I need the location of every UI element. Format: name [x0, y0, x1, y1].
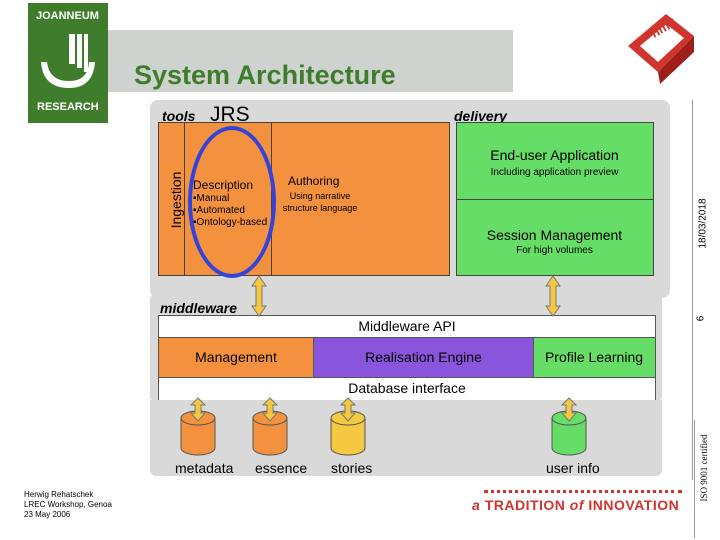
page-title: System Architecture	[134, 60, 396, 90]
side-page-number: 6	[695, 315, 707, 322]
database-interface-label: Database interface	[348, 380, 466, 396]
footer-event: LREC Workshop, Genoa	[24, 500, 112, 509]
nm2-cube-icon	[628, 14, 694, 84]
db-label-metadata: metadata	[175, 460, 234, 476]
tagline-a: a	[472, 497, 481, 513]
session-title: Session Management	[486, 227, 623, 243]
jrs-label: JRS	[210, 103, 250, 126]
footer-tagline: a TRADITION of INNOVATION	[472, 497, 679, 513]
delivery-divider	[456, 199, 653, 200]
authoring-title: Authoring	[288, 174, 340, 188]
delivery-label: delivery	[454, 108, 507, 124]
jrs-highlight-ellipse	[188, 126, 276, 278]
session-subtitle: For high volumes	[516, 245, 593, 256]
authoring-subtitle: Using narrative	[289, 191, 351, 201]
end-user-subtitle: Including application preview	[490, 167, 619, 178]
database-cylinder-icon	[330, 410, 366, 456]
side-date: 18/03/2018	[697, 198, 709, 249]
db-label-essence: essence	[255, 460, 308, 476]
realisation-engine-box	[313, 337, 535, 379]
footer-date: 23 May 2006	[24, 510, 71, 519]
logo-line1: JOANNEUM	[36, 10, 99, 22]
tools-label: tools	[162, 108, 196, 124]
database-cylinder-icon	[551, 410, 587, 456]
db-label-stories: stories	[331, 460, 373, 476]
tagline-of: of	[569, 497, 585, 513]
management-box	[158, 337, 315, 379]
profile-learning-label: Profile Learning	[544, 349, 644, 365]
iso-strip	[694, 420, 717, 538]
middleware-api-label: Middleware API	[358, 318, 456, 334]
database-cylinder-icon	[252, 410, 288, 456]
logo-j-mark	[41, 34, 95, 88]
side-date-strip	[692, 100, 693, 480]
db-label-user-info: user info	[546, 460, 600, 476]
footer-author: Herwig Rehatschek	[24, 490, 94, 499]
database-interface-box	[158, 377, 656, 401]
profile-learning-box	[533, 337, 656, 379]
middleware-label: middleware	[160, 300, 238, 316]
iso-certified: ISO 9001 certified	[699, 434, 709, 502]
tagline-tradition: TRADITION	[484, 497, 566, 513]
ingestion-label: Ingestion	[168, 171, 184, 229]
header-band	[108, 30, 513, 92]
realisation-engine-label: Realisation Engine	[365, 349, 482, 365]
footer-dotted-line	[484, 490, 682, 493]
database-cylinder-icon	[180, 410, 216, 456]
tagline-innovation: INNOVATION	[588, 497, 680, 513]
logo-line2: RESEARCH	[37, 101, 99, 113]
ingestion-divider	[184, 122, 185, 275]
end-user-title: End-user Application	[490, 147, 619, 163]
authoring-subtitle: structure language	[282, 203, 358, 213]
management-label: Management	[195, 349, 277, 365]
